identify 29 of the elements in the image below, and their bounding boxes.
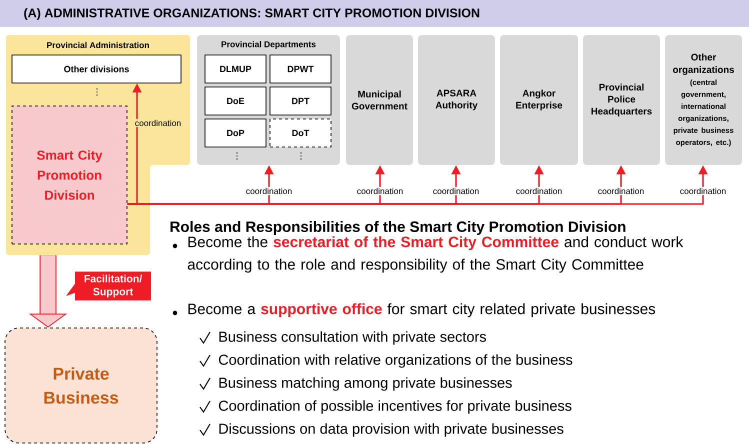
organization-box: Municipal Government [346,35,413,165]
check-item-text: Business consultation with private sectors [219,331,486,345]
bullet-text: Become the secretariat of the Smart City Committee and conduct work according to the role and responsibility of the Smart City Committee [188,236,684,273]
department-box: DLMUP [204,54,266,84]
ellipsis: ⋮ [96,88,98,96]
edge-label: coordination [244,186,294,196]
department-box: DoE [204,86,266,116]
check-item-text: Business matching among private businesses [219,377,512,391]
check-item-text: Discussions on data provision with private businesses [219,423,564,437]
check-item-text: Coordination with relative organizations of the business [218,354,572,368]
callout-label: Facilitation/ Support [66,272,151,300]
bullet-text: Become a supportive office for smart city related private businesses [188,303,656,318]
edge-label: coordination [678,186,728,196]
business-box: Private Business [4,328,158,444]
edge-label: coordination [432,186,480,196]
department-box: DoT [270,118,332,148]
check-item-text: Coordination of possible incentives for private business [218,400,572,414]
edge-label: coordination [356,186,404,196]
division-box: Smart City Promotion Division [12,106,128,244]
department-box: DoP [204,118,266,148]
title-bar: (A) ADMINISTRATIVE ORGANIZATIONS: SMART CITY PROMOTION DIVISION [0,0,749,27]
organization-box: Provincial Police Headquarters [583,35,660,165]
department-box: DPWT [270,54,332,84]
organization-box: Angkor Enterprise [500,35,578,165]
department-box: Other divisions [12,54,182,84]
organization-box: APSARA Authority [418,35,495,165]
department-box: DPT [270,86,332,116]
edge-label: coordination [514,186,564,196]
edge-label: coordination [596,186,646,196]
